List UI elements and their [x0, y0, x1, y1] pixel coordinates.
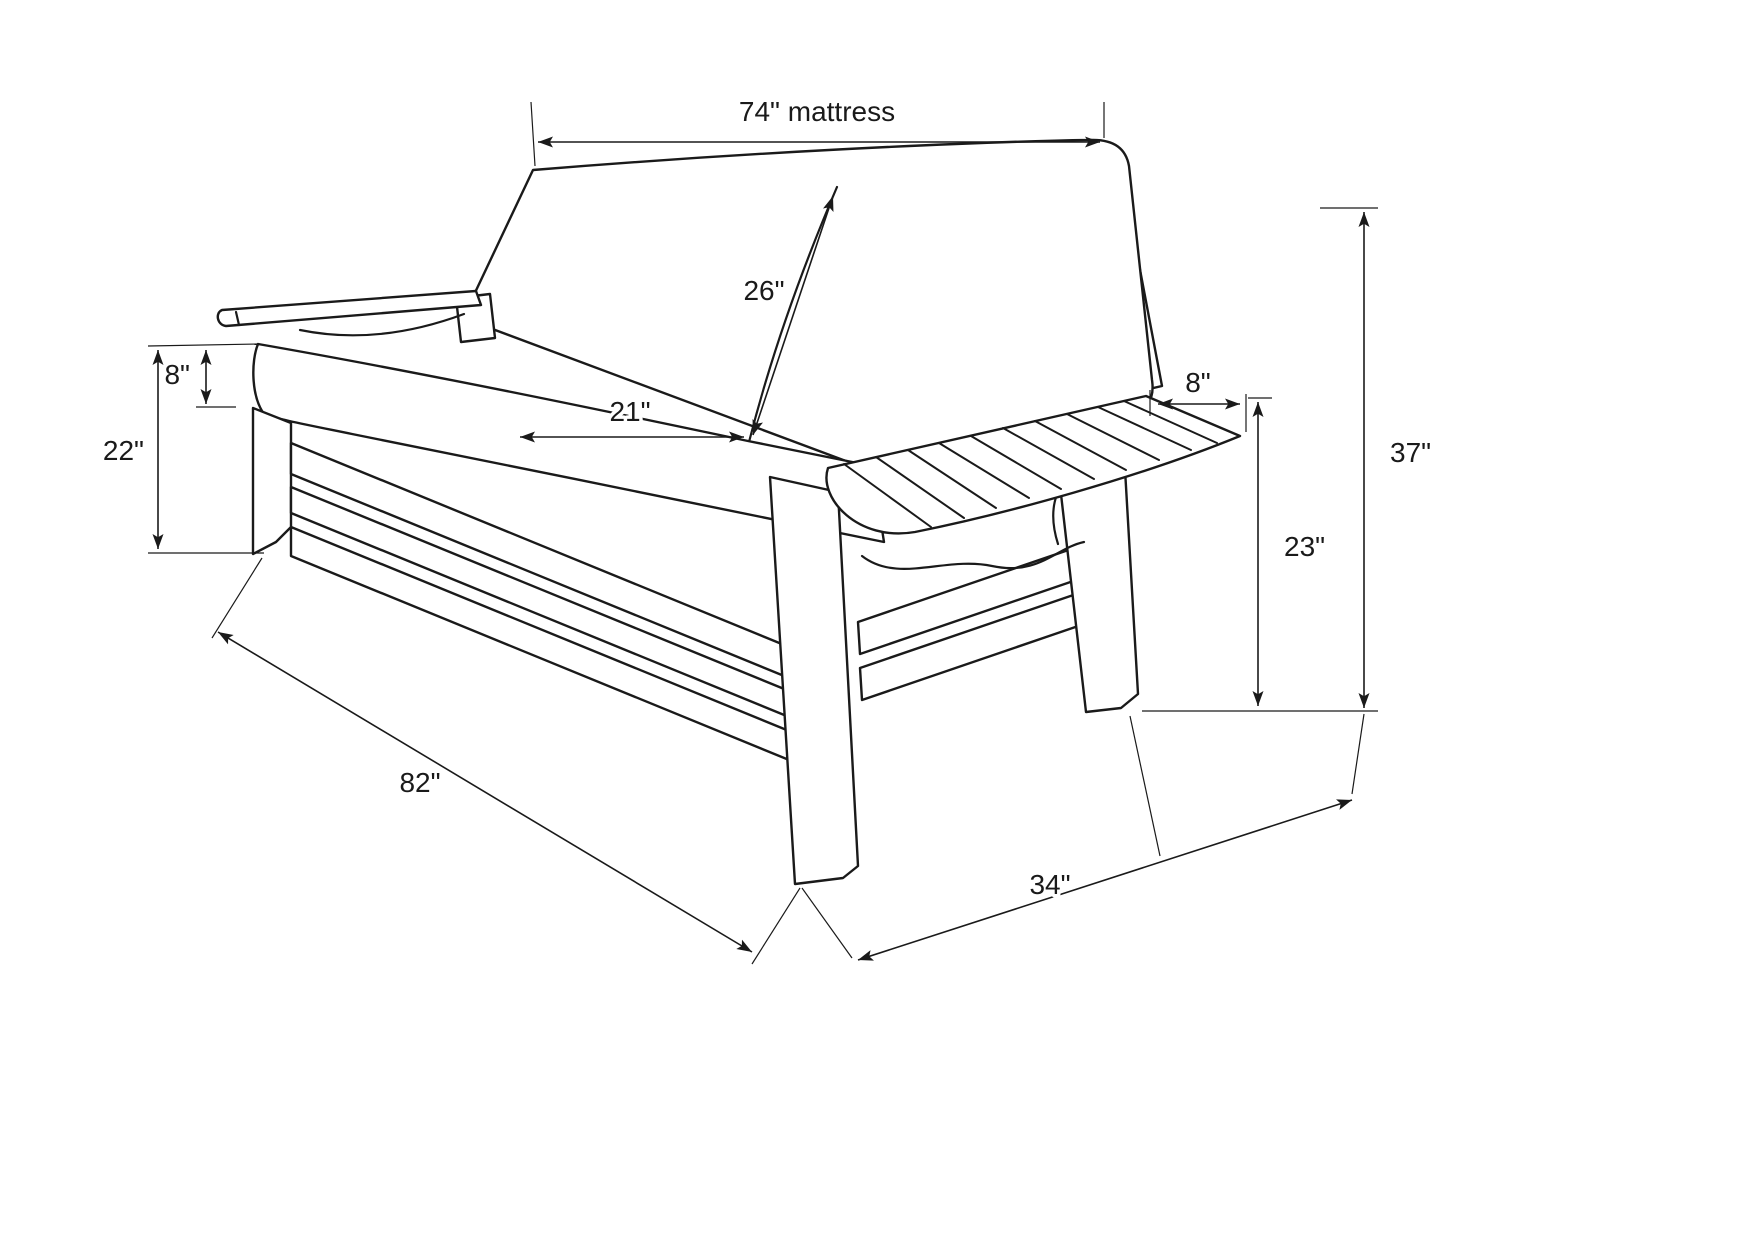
- dim-label-overall-depth: 34": [1029, 869, 1070, 900]
- extension-line: [1129, 715, 1161, 857]
- dim-mattress-thickness: 8": [161, 350, 236, 408]
- arm-slat: [875, 456, 965, 519]
- arm-slat: [1002, 427, 1095, 480]
- extension-line: [211, 557, 263, 639]
- dim-seat-depth: 21": [520, 393, 744, 443]
- dim-label-overall-width: 82": [399, 767, 440, 798]
- dim-label-back-cushion-length: 26": [743, 275, 784, 306]
- extension-line: [1351, 713, 1365, 795]
- extension-line: [147, 343, 259, 347]
- dim-overall-height: 37": [1142, 207, 1435, 712]
- dim-overall-depth: 34": [801, 713, 1365, 961]
- right-arm-tray: [825, 394, 1242, 535]
- left-arm: [216, 289, 483, 328]
- arm-slat: [938, 442, 1030, 499]
- arm-slat: [1066, 413, 1160, 461]
- dimension-line: [857, 799, 1353, 961]
- arm-slat: [1123, 400, 1218, 444]
- dim-label-mattress-thickness: 8": [164, 359, 190, 390]
- arm-slat: [970, 435, 1062, 490]
- dim-label-arm-shelf-width: 8": [1185, 367, 1211, 398]
- dim-mattress-width: 74" mattress: [530, 93, 1105, 167]
- dimension-line: [217, 631, 753, 953]
- dim-back-cushion-length: 26": [740, 195, 834, 436]
- left-arm-bracket: [298, 312, 466, 337]
- front-rail: [289, 485, 796, 721]
- dim-label-seat-depth: 21": [609, 396, 650, 427]
- dim-label-arm-height: 23": [1284, 531, 1325, 562]
- arm-slat: [1034, 420, 1127, 471]
- left-leg: [251, 406, 293, 556]
- arm-slat: [843, 463, 932, 528]
- extension-line: [801, 887, 853, 959]
- serpentine-stretcher: [860, 540, 1086, 570]
- dim-overall-width: 82": [211, 557, 801, 965]
- extension-line: [751, 887, 801, 965]
- arm-slat: [907, 449, 997, 509]
- dim-label-mattress-width: 74" mattress: [739, 96, 895, 127]
- dim-label-seat-height: 22": [103, 435, 144, 466]
- dim-seat-height: 22": [99, 343, 264, 554]
- dimension-line: [752, 195, 834, 436]
- left-arm-end-cap: [234, 310, 241, 327]
- arm-slat: [1097, 406, 1192, 451]
- extension-line: [530, 101, 536, 167]
- right-arm-slats: [843, 400, 1218, 528]
- right-front-leg: [768, 475, 860, 886]
- dim-arm-shelf-width: 8": [1149, 364, 1247, 432]
- dim-label-overall-height: 37": [1390, 437, 1431, 468]
- dim-arm-height: 23": [1248, 397, 1329, 706]
- dimension-annotations: 74" mattress 26" 21" 8" 22": [99, 93, 1435, 965]
- futon-drawing: [216, 138, 1242, 886]
